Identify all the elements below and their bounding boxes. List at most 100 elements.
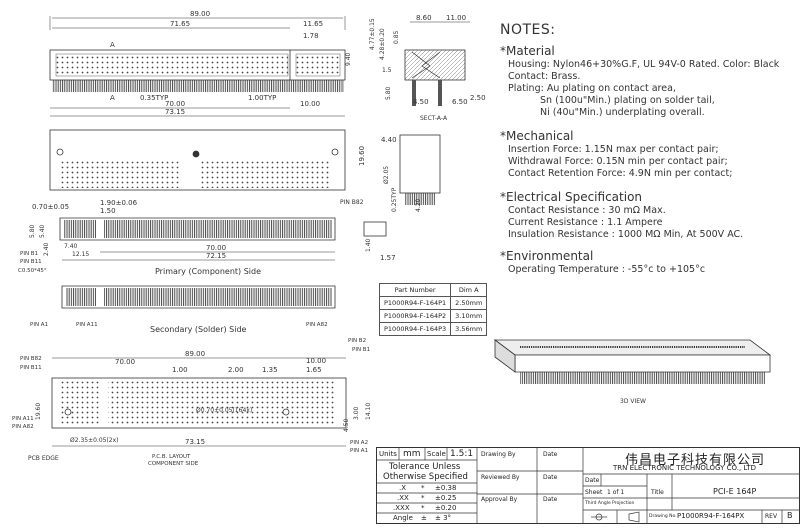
mechanical-heading: *Mechanical [500,129,574,143]
top-dim-940: 9.40 [345,52,352,66]
tol-xxx-val: ±0.20 [435,504,457,512]
sect-dim-085: 0.85 [393,30,400,44]
top-dim-7315: 73.15 [165,108,185,116]
pcb-pin-a2: PIN A2 [350,440,368,446]
tol-x-val: ±0.38 [435,484,457,492]
mechanical-line: Withdrawal Force: 0.15N min per contact … [508,156,728,167]
connector-3d-view: 3D VIEW [493,339,772,405]
pcb-dim-hole: Ø0.70±0.05(164x) [196,407,252,414]
tol-angle: Angle [393,514,413,522]
prim-dim-580: 5.80 [29,224,36,238]
material-line: Contact: Brass. [508,71,581,82]
top-dim-178: 1.78 [303,32,319,40]
front-view: 19.60 [49,129,366,191]
prim-dim-70: 70.00 [206,244,226,252]
tol-xx-val: ±0.25 [435,494,457,502]
secondary-caption: Secondary (Solder) Side [150,325,247,334]
drawing-no-value: P1000R94-F-164PX [677,512,745,520]
electrical-line: Current Resistance : 1.1 Ampere [508,217,663,228]
pcb-edge-label: PCB EDGE [28,455,59,462]
title-block-grid [377,448,799,523]
table-header-row: Part Number Dim A [378,283,488,297]
prim-dim-c050: C0.50*45° [18,268,47,274]
top-view: 89.00 71.65 11.65 1.78 A A 0.35TYP 1.00T… [49,10,352,117]
side-dim-440: 4.40 [381,136,397,144]
pcb-dim-1960: 19.60 [35,403,42,420]
notes-block: NOTES: *Material Housing: Nylon46+30%G.F… [500,22,798,276]
pcb-dim-89: 89.00 [185,350,205,358]
pcb-pin-b1: PIN B1 [352,347,370,353]
rev-label: REV [765,513,778,520]
units-value: mm [403,449,421,459]
pcb-pin-a82: PIN A82 [12,424,34,430]
drawing-by-label: Drawing By [481,451,516,458]
side-view: 4.40 Ø2.05 0.25TYP 4.20 1.40 1.57 [363,134,441,262]
prim-dim-070: 0.70±0.05 [32,203,69,211]
part-number-cell: P1000R94-F-164P2 [378,309,452,323]
pcb-dim-300: 3.00 [353,406,360,420]
view3d-caption: 3D VIEW [620,398,646,405]
primary-side-view: 1.90±0.06 1.50 0.70±0.05 PIN B82 5.80 5.… [18,199,364,276]
rev-value: B [787,511,793,520]
part-number-table: Part Number Dim A P1000R94-F-164P1 2.50m… [378,283,488,336]
drawing-no-label: Drawing No. [649,514,677,519]
environmental-line: Operating Temperature : -55°c to +105°c [508,264,706,275]
pcb-dim-1000: 10.00 [306,357,326,365]
section-label-a-bottom: A [110,94,115,102]
pcb-pin-b82: PIN B82 [20,356,42,362]
top-dim-100: 1.00TYP [248,94,276,102]
notes-title: NOTES: [500,22,556,38]
side-dim-140: 1.40 [365,238,372,252]
prim-dim-540: 5.40 [39,224,46,238]
sect-dim-477: 4.77±0.15 [369,18,376,50]
pcb-layout: PIN B82 PIN B11 89.00 70.00 1.00 2.00 1.… [12,338,372,467]
prim-pin-b82: PIN B82 [340,199,364,206]
material-line: Plating: Au plating on contact area, [508,83,676,94]
company-name-en: TRN ELECTRONIC TECHNOLOGY CO., LTD [613,464,757,472]
side-dim-025: 0.25TYP [391,187,398,212]
material-heading: *Material [500,44,555,58]
pcb-pin-b2: PIN B2 [348,338,366,344]
units-label: Units [379,450,397,458]
tol-xxx: .XXX [393,504,410,512]
date-label: Date [543,474,558,481]
top-dim-70: 70.00 [165,100,185,108]
electrical-line: Contact Resistance : 30 mΩ Max. [508,205,666,216]
top-dim-1165: 11.65 [303,20,323,28]
sect-dim-450: 4.50 [413,98,429,106]
pcb-dim-100: 1.00 [172,366,188,374]
material-line: Ni (40u"Min.) underplating overall. [540,107,705,118]
header-part-number: Part Number [378,283,452,297]
sect-dim-250: 2.50 [470,94,486,102]
prim-pin-b1: PIN B1 [20,251,38,257]
prim-dim-1215: 12.15 [72,251,89,258]
pcb-dim-135: 1.35 [262,366,278,374]
prim-dim-7215: 72.15 [206,252,226,260]
table-row: P1000R94-F-164P3 3.56mm [378,322,488,336]
sec-pin-a11: PIN A11 [76,322,98,328]
prim-dim-150: 1.50 [100,207,116,215]
top-dim-10: 10.00 [300,100,320,108]
sec-pin-a82: PIN A82 [306,322,328,328]
prim-dim-240: 2.40 [43,242,50,256]
title-block: Units mm Scale 1.5:1 Tolerance Unless Ot… [376,447,800,524]
title-value: PCI-E 164P [713,487,757,496]
tol-x: .X [399,484,407,492]
material-line: Sn (100u"Min.) plating on solder tail, [540,95,715,106]
table-row: P1000R94-F-164P2 3.10mm [378,309,488,323]
pcb-dim-70: 70.00 [115,358,135,366]
pcb-pin-a11: PIN A11 [12,416,34,422]
pcb-dim-mount: Ø2.35±0.05(2x) [70,437,119,444]
top-dim-035: 0.35TYP [140,94,168,102]
date-label: Date [543,451,558,458]
pcb-caption-1: P.C.B. LAYOUT [152,454,191,460]
tolerance-line-2: Otherwise Specified [383,472,468,482]
section-a-a: 8.60 11.00 4.77±0.15 4.28±0.20 0.85 1.5 … [369,14,486,122]
sheet-label: Sheet [585,489,603,496]
side-dim-205: Ø2.05 [383,166,390,184]
pcb-dim-1410: 14.10 [365,403,372,420]
electrical-heading: *Electrical Specification [500,190,643,204]
sect-caption: SECT-A-A [420,115,448,122]
